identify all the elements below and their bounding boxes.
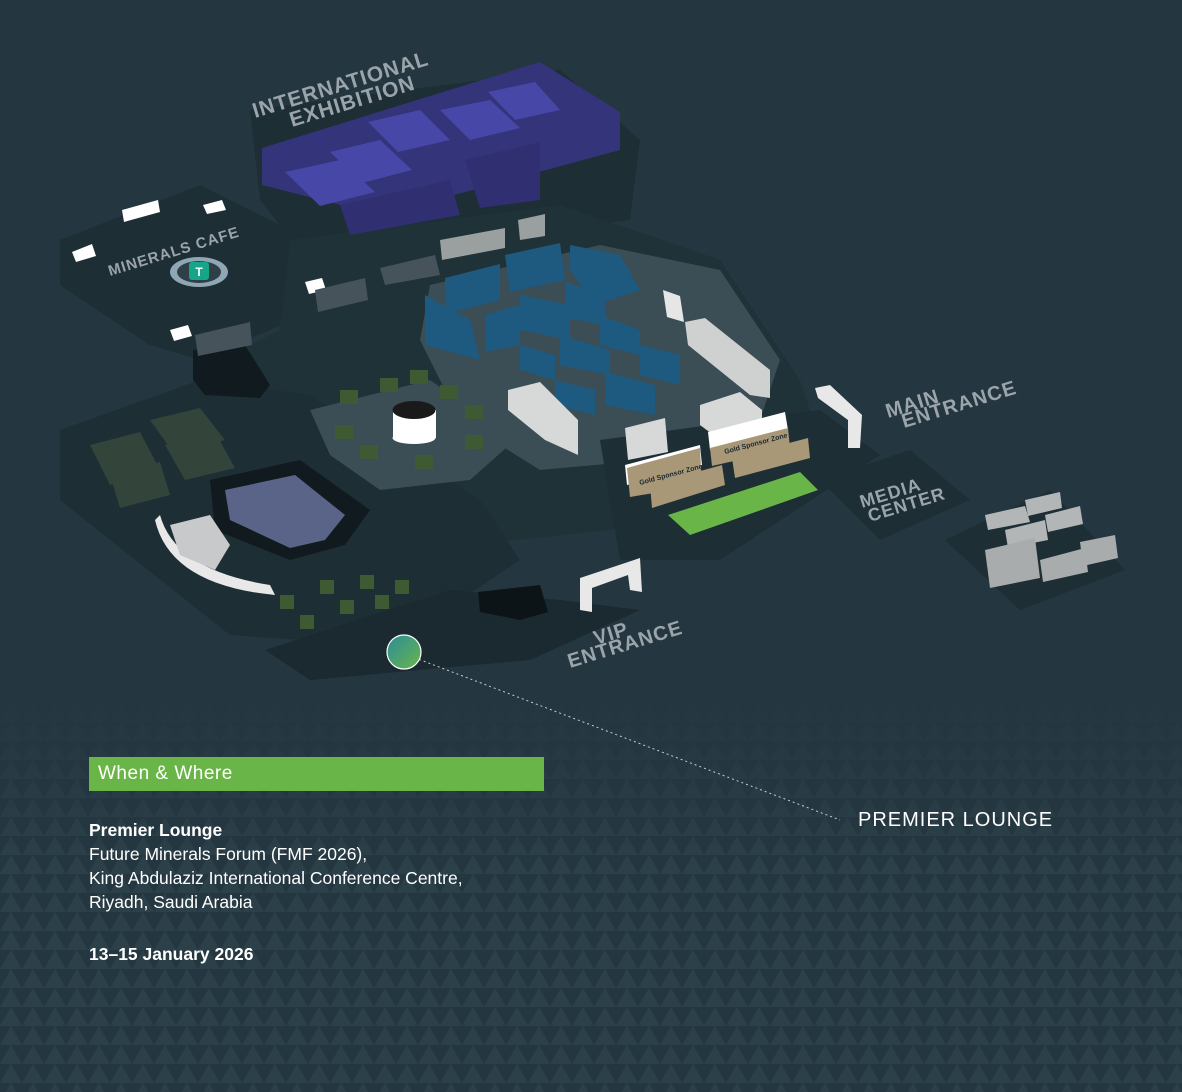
vip-lounge-block <box>478 585 548 620</box>
vip-entrance-gate <box>580 558 642 612</box>
venue-line-3: Riyadh, Saudi Arabia <box>89 892 253 912</box>
premier-lounge-callout: PREMIER LOUNGE <box>858 809 1054 831</box>
dark-structure <box>193 345 270 398</box>
media-desks <box>985 492 1118 588</box>
venue-line-1: Future Minerals Forum (FMF 2026), <box>89 844 368 864</box>
central-booths <box>425 243 680 415</box>
green-carpet <box>668 472 818 535</box>
cafe-furniture <box>72 200 545 356</box>
cafe-marker-letter: T <box>195 265 203 279</box>
venue-title: Premier Lounge <box>89 820 223 840</box>
when-where-banner: When & Where <box>89 757 544 791</box>
seating-blocks <box>90 370 483 629</box>
white-booths <box>508 290 770 460</box>
exhibition-booths <box>262 62 620 235</box>
auditorium-stage <box>155 460 370 595</box>
gold-sponsor-zones: Gold Sponsor Zone Gold Sponsor Zone <box>625 412 810 508</box>
cafe-marker: T <box>170 257 228 287</box>
main-entrance-gate <box>815 385 862 448</box>
event-dates: 13–15 January 2026 <box>89 944 254 964</box>
premier-lounge-marker[interactable] <box>386 634 422 670</box>
central-cylinder <box>392 401 436 444</box>
venue-info: Premier Lounge Future Minerals Forum (FM… <box>89 818 463 914</box>
venue-line-2: King Abdulaziz International Conference … <box>89 868 463 888</box>
